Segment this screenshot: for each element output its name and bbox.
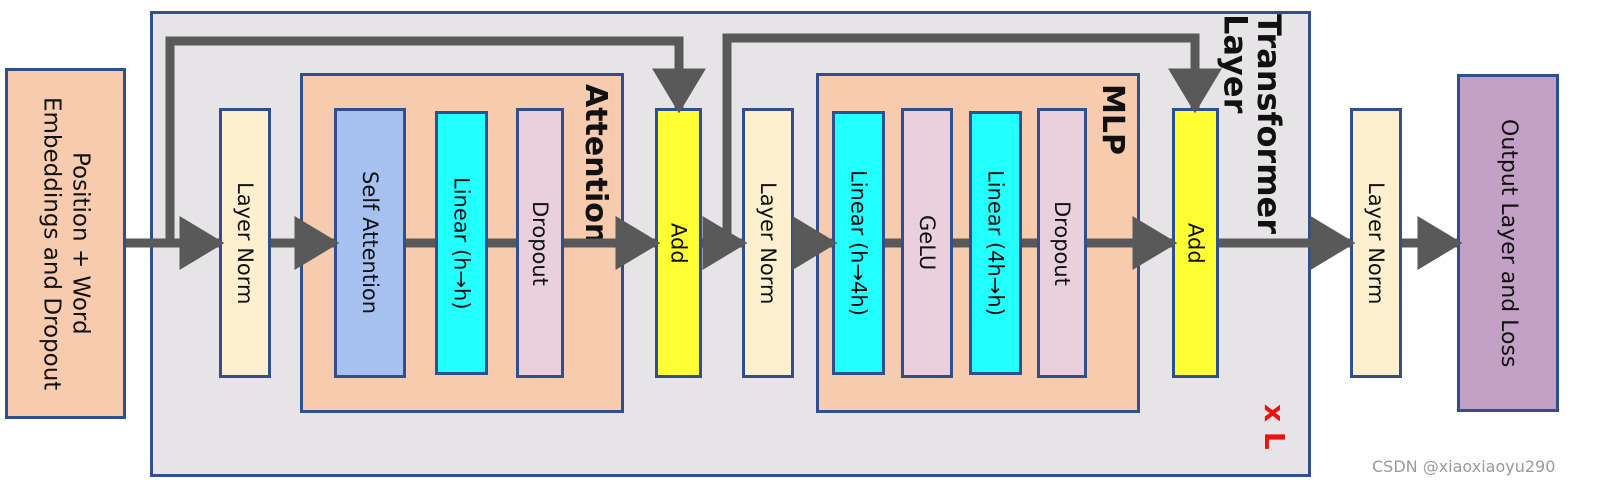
residual-connection-2 — [722, 33, 1222, 243]
add-1-label: Add — [666, 222, 691, 264]
transformer-title: Transformer Layer — [1216, 14, 1289, 235]
output-label: Output Layer and Loss — [1495, 118, 1521, 368]
mlp-linear-down-label: Linear (4h→h) — [983, 170, 1008, 316]
final-layer-norm-label: Layer Norm — [1364, 181, 1389, 305]
output-box: Output Layer and Loss — [1457, 74, 1559, 412]
mlp-linear-up-label: Linear (h→4h) — [846, 170, 871, 316]
attention-title: Attention — [578, 84, 613, 245]
attention-linear-label: Linear (h→h) — [449, 176, 474, 310]
mlp-dropout-box: Dropout — [1037, 108, 1087, 378]
self-attention-box: Self Attention — [334, 108, 406, 378]
gelu-label: GeLU — [915, 215, 940, 271]
layer-norm-1-box: Layer Norm — [219, 108, 271, 378]
transformer-title-line2: Layer — [1216, 14, 1255, 114]
layer-norm-2-label: Layer Norm — [756, 181, 781, 305]
attention-dropout-label: Dropout — [528, 200, 553, 286]
transformer-title-line1: Transformer — [1250, 14, 1289, 235]
watermark: CSDN @xiaoxiaoyu290 — [1372, 457, 1556, 476]
mlp-dropout-label: Dropout — [1050, 200, 1075, 286]
attention-linear-box: Linear (h→h) — [435, 111, 488, 375]
layer-multiplier: x L — [1258, 404, 1291, 450]
mlp-title: MLP — [1095, 84, 1130, 155]
mlp-linear-down-box: Linear (4h→h) — [969, 111, 1022, 375]
residual-connection-1 — [165, 36, 706, 243]
layer-norm-2-box: Layer Norm — [742, 108, 794, 378]
input-label-line2: Embeddings and Dropout — [38, 96, 65, 391]
add-2-box: Add — [1172, 108, 1219, 378]
input-label-line1: Position + Word — [67, 152, 94, 335]
input-embeddings-box: Position + Word Embeddings and Dropout — [5, 68, 126, 419]
self-attention-label: Self Attention — [358, 171, 383, 315]
attention-dropout-box: Dropout — [516, 108, 564, 378]
add-2-label: Add — [1183, 222, 1208, 264]
gelu-box: GeLU — [901, 108, 953, 378]
layer-norm-1-label: Layer Norm — [233, 181, 258, 305]
